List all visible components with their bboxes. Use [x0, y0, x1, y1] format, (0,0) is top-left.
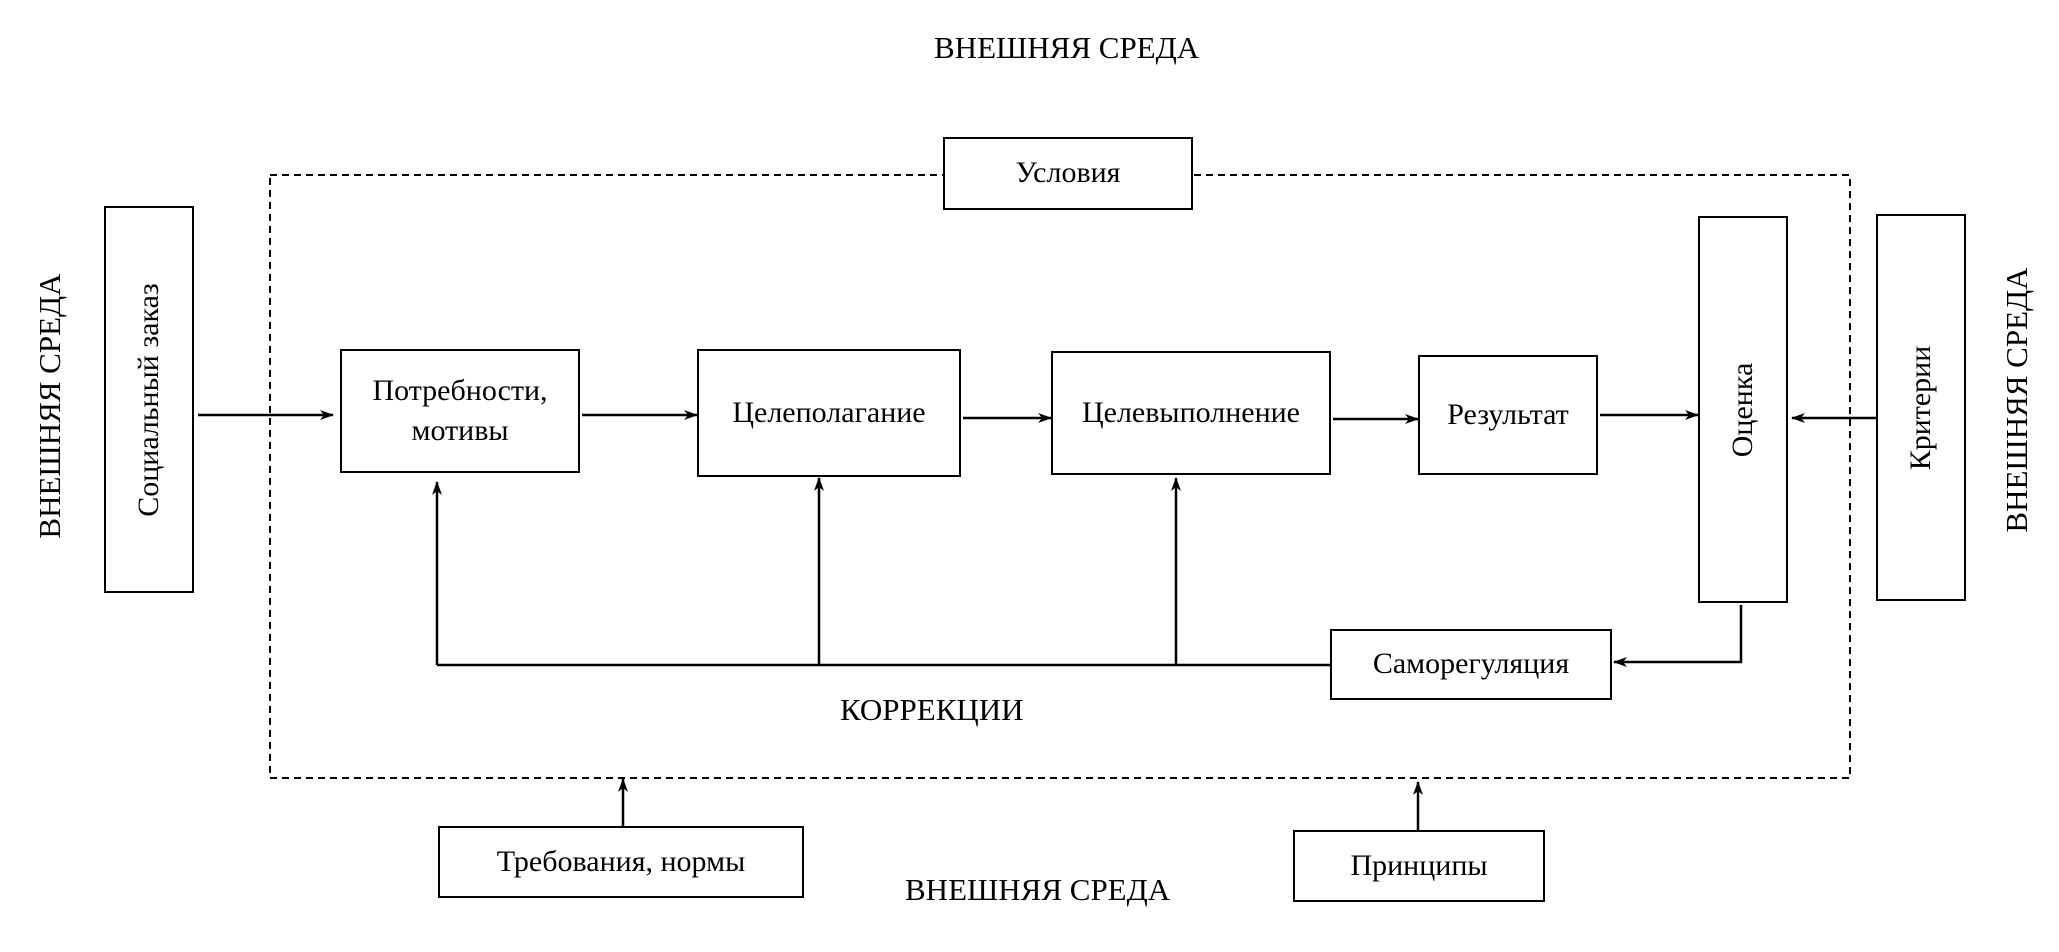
evaluation-label: Оценка — [1726, 362, 1759, 457]
environment-label-right: ВНЕШНЯЯ СРЕДА — [1999, 267, 2034, 533]
corrections-label: КОРРЕКЦИИ — [840, 692, 1024, 727]
evaluation-box: Оценка — [1698, 216, 1788, 603]
conditions-box: Условия — [943, 137, 1193, 210]
requirements-box: Требования, нормы — [438, 826, 804, 898]
social-order-label: Социальный заказ — [132, 282, 165, 517]
self-regulation-box: Саморегуляция — [1330, 629, 1612, 700]
system-boundary — [269, 174, 1851, 779]
goal-execution-box: Целевыполнение — [1051, 351, 1331, 475]
criteria-label: Критерии — [1904, 345, 1937, 470]
principles-box: Принципы — [1293, 830, 1545, 902]
needs-motives-box: Потребности, мотивы — [340, 349, 580, 473]
social-order-box: Социальный заказ — [104, 206, 194, 593]
environment-label-top: ВНЕШНЯЯ СРЕДА — [934, 30, 1200, 65]
environment-label-bottom: ВНЕШНЯЯ СРЕДА — [905, 872, 1171, 907]
criteria-box: Критерии — [1876, 214, 1966, 601]
result-box: Результат — [1418, 355, 1598, 475]
goal-setting-box: Целеполагание — [697, 349, 961, 477]
environment-label-left: ВНЕШНЯЯ СРЕДА — [32, 273, 67, 539]
arrow-evaluation-to-self-regulation — [1613, 605, 1743, 667]
